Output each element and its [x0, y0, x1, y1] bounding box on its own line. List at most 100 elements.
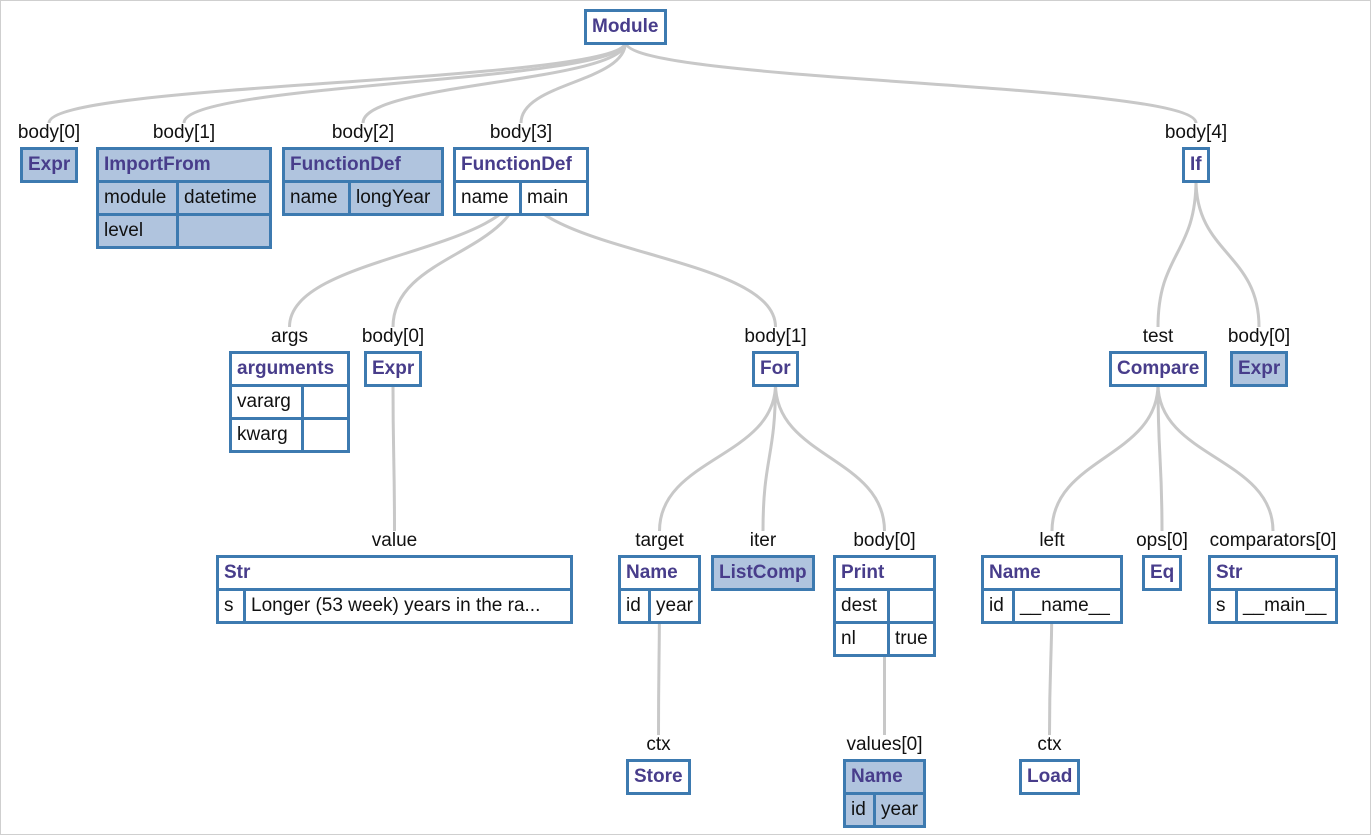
field-row: s__main__ [1211, 588, 1335, 621]
node-body0-expr[interactable]: Expr [20, 147, 79, 183]
edge-module-to-funcdef_longyear [361, 41, 627, 124]
field-value: Longer (53 week) years in the ra... [251, 595, 541, 616]
edge-compare-to-name_left [1050, 383, 1160, 532]
node-title: ListComp [719, 562, 807, 583]
node-title: Str [1216, 562, 1243, 583]
edge-for_node-to-name_target [658, 383, 777, 532]
edge-label: body[4] [1164, 122, 1228, 143]
node-listcomp[interactable]: ListComp [711, 555, 815, 591]
node-title: Expr [1238, 358, 1281, 379]
edge-for_node-to-print_node [774, 383, 886, 532]
edge-label: test [1142, 326, 1174, 347]
field-row: id__name__ [984, 588, 1120, 621]
field-key: id [621, 591, 651, 621]
field-value: __name__ [1020, 595, 1110, 616]
field-value: datetime [184, 187, 257, 208]
field-value: __main__ [1243, 595, 1327, 616]
edge-label: body[0] [1227, 326, 1291, 347]
field-value: longYear [356, 187, 431, 208]
node-if-body-expr[interactable]: Expr [1230, 351, 1289, 387]
edge-for_node-to-listcomp [761, 383, 777, 532]
node-module[interactable]: Module [584, 9, 667, 45]
field-key: kwarg [232, 420, 304, 450]
edge-label: values[0] [846, 734, 923, 755]
field-value: main [527, 187, 569, 208]
node-if-node[interactable]: If [1182, 147, 1210, 183]
node-title: FunctionDef [461, 154, 572, 175]
edge-label: body[0] [853, 530, 916, 551]
node-compare[interactable]: Compare [1109, 351, 1208, 387]
node-main-expr[interactable]: Expr [364, 351, 423, 387]
edge-label: body[0] [17, 122, 81, 143]
node-title: For [760, 358, 791, 379]
field-key: module [99, 183, 179, 213]
field-value: year [656, 595, 693, 616]
field-row: kwarg [232, 417, 347, 450]
node-store[interactable]: Store [626, 759, 691, 795]
node-title: Compare [1117, 358, 1200, 379]
node-title: arguments [237, 358, 335, 379]
field-value [179, 216, 269, 246]
node-eq[interactable]: Eq [1142, 555, 1183, 591]
node-str-main[interactable]: Str s__main__ [1208, 555, 1338, 624]
node-load[interactable]: Load [1019, 759, 1081, 795]
node-for-node[interactable]: For [752, 351, 799, 387]
edge-label: comparators[0] [1209, 530, 1337, 551]
field-key: vararg [232, 387, 304, 417]
node-title: If [1190, 154, 1202, 175]
node-title: Module [592, 16, 659, 37]
field-key: name [285, 183, 351, 213]
field-row: vararg [232, 384, 347, 417]
field-key: id [846, 795, 876, 825]
node-title: Name [626, 562, 678, 583]
edge-module-to-funcdef_main [519, 41, 627, 124]
edge-label: body[3] [489, 122, 553, 143]
edge-compare-to-eq [1156, 383, 1164, 532]
field-value [304, 387, 347, 417]
edge-main_expr-to-str_value [391, 383, 396, 532]
edge-module-to-if_node [624, 41, 1198, 124]
edge-label: body[1] [744, 326, 807, 347]
field-value: year [881, 799, 918, 820]
edge-label: value [371, 530, 418, 551]
edge-if_node-to-if_body_expr [1194, 179, 1261, 328]
edge-module-to-importfrom [182, 41, 627, 124]
node-title: Eq [1150, 562, 1175, 583]
edge-if_node-to-compare [1156, 179, 1198, 328]
field-key: level [99, 216, 179, 246]
node-title: Name [851, 766, 903, 787]
edge-label: ops[0] [1136, 530, 1188, 551]
field-row: level [99, 213, 269, 246]
field-row: dest [836, 588, 933, 621]
field-key: s [1211, 591, 1238, 621]
edge-label: args [271, 326, 308, 347]
field-key: dest [836, 591, 890, 621]
edge-label: ctx [1037, 734, 1062, 755]
edge-module-to-body0_expr [47, 41, 627, 124]
edge-label: body[2] [331, 122, 395, 143]
field-value [304, 420, 347, 450]
node-title: Expr [372, 358, 415, 379]
field-key: s [219, 591, 246, 621]
node-title: Store [634, 766, 683, 787]
edge-label: body[1] [152, 122, 216, 143]
node-title: FunctionDef [290, 154, 401, 175]
node-title: Print [841, 562, 885, 583]
node-title: ImportFrom [104, 154, 211, 175]
field-key: nl [836, 624, 890, 654]
